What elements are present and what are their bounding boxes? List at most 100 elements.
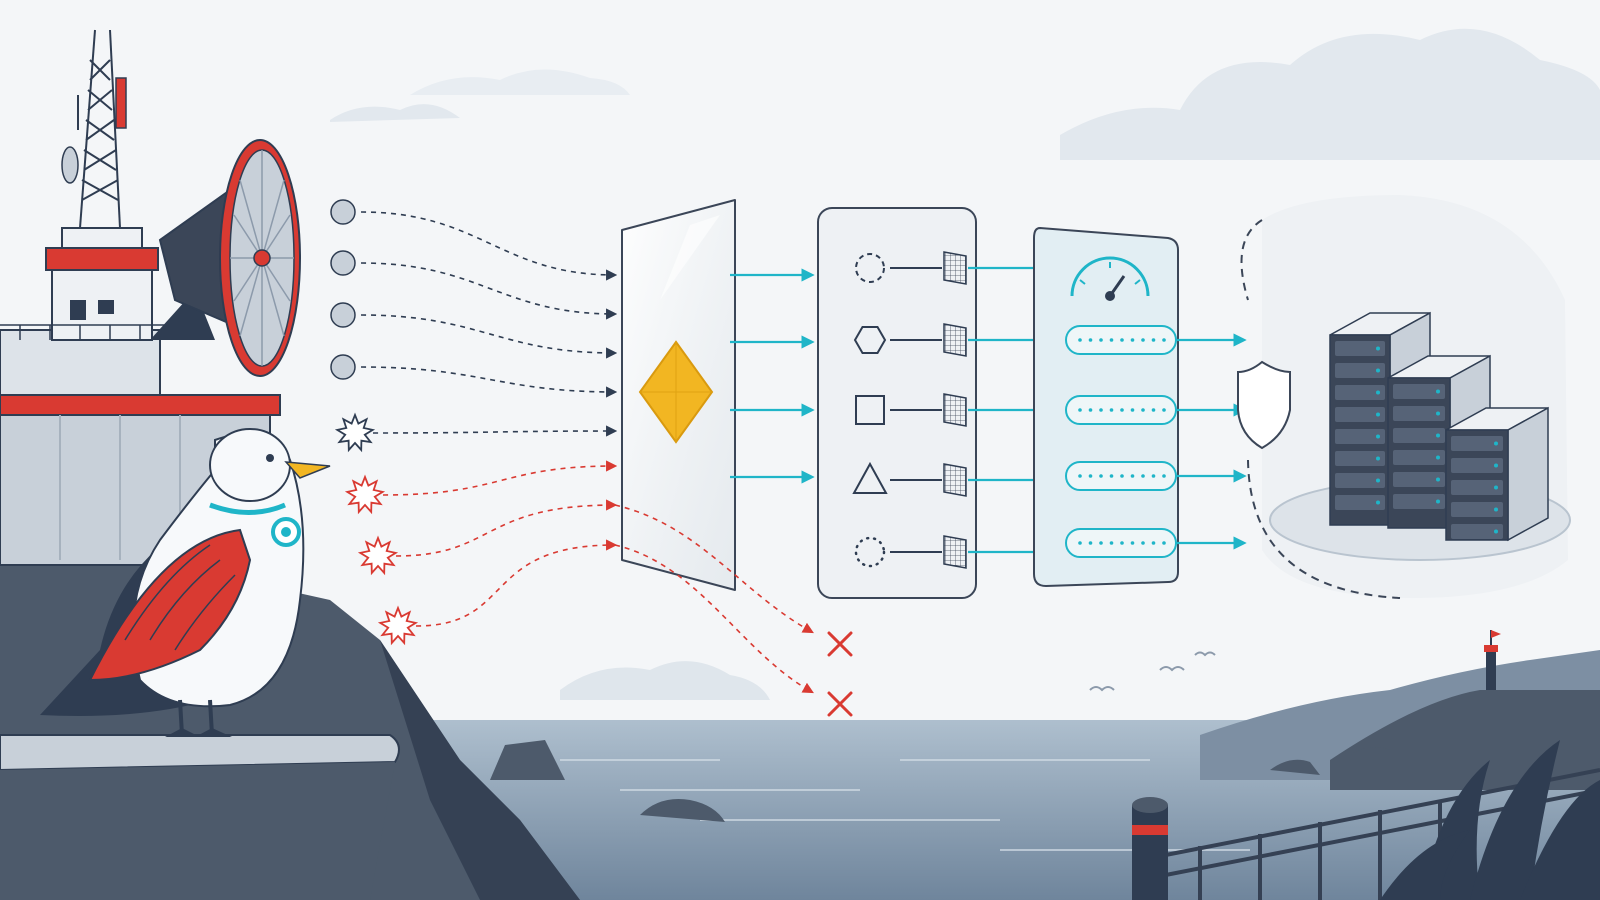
buffer-dot	[1120, 541, 1124, 545]
left-cliff-shadow	[380, 640, 580, 900]
buffer-dot	[1141, 474, 1145, 478]
rack-side	[1507, 406, 1549, 542]
radar-dish-icon	[150, 139, 301, 377]
rack-unit	[1335, 429, 1385, 444]
rack-led	[1376, 456, 1380, 461]
rack-led	[1376, 478, 1380, 483]
buffer-dot	[1162, 474, 1166, 478]
rejected-flow-line	[614, 504, 814, 634]
rack-unit	[1335, 473, 1385, 488]
buffer-panel	[1033, 226, 1179, 588]
bollard-icon	[1132, 797, 1168, 900]
rejected-flow-line	[614, 544, 814, 694]
input-marker-burst	[357, 535, 399, 576]
input-marker-burst	[344, 474, 386, 515]
input-flow-line	[382, 460, 618, 496]
ledge-base	[0, 762, 395, 900]
buffer-dot	[1151, 541, 1156, 545]
rack-led	[1376, 368, 1380, 373]
buffer-dot	[1099, 338, 1103, 342]
rack-led	[1436, 389, 1440, 394]
input-flow-line	[360, 314, 618, 359]
input-flow-line	[372, 425, 618, 437]
rack-unit	[1393, 406, 1445, 421]
buffer-dot	[1109, 338, 1114, 342]
buffer-dot	[1141, 541, 1145, 545]
input-marker-circle	[330, 250, 356, 276]
buffer-dot	[1130, 541, 1135, 545]
rack-led	[1376, 390, 1380, 395]
buffer-dot	[1151, 474, 1156, 478]
input-markers	[330, 199, 419, 646]
rack-led	[1494, 529, 1498, 534]
square-icon	[855, 395, 885, 425]
buffer-dot	[1120, 408, 1124, 412]
rack-unit	[1451, 524, 1503, 539]
buffer-dot	[1130, 474, 1135, 478]
input-marker-circle	[330, 302, 356, 328]
input-marker-burst	[377, 605, 419, 646]
server-rack	[1445, 406, 1549, 542]
foliage	[1380, 740, 1600, 900]
rack-led	[1376, 500, 1380, 505]
rack-unit	[1335, 407, 1385, 422]
buffer-dot	[1120, 338, 1124, 342]
buffer-dot	[1109, 408, 1114, 412]
input-flow-line	[360, 262, 618, 320]
shield-icon	[1237, 360, 1291, 450]
buffer-dot	[1109, 541, 1114, 545]
storage-bubble	[1237, 195, 1571, 599]
clouds	[330, 28, 1600, 700]
buffer-dot	[1162, 338, 1166, 342]
feature-grid-icon	[943, 393, 967, 427]
rack-unit	[1451, 480, 1503, 495]
seagull-icon	[40, 428, 331, 737]
input-flows	[360, 211, 618, 627]
filter-panel	[621, 199, 736, 591]
rack-led	[1494, 463, 1498, 468]
buffer-dot	[1099, 474, 1103, 478]
rack-unit	[1335, 363, 1385, 378]
rack-led	[1436, 499, 1440, 504]
buffer-dot	[1078, 338, 1082, 342]
rack-unit	[1393, 384, 1445, 399]
buffer-dot	[1088, 541, 1093, 545]
buffer-dot	[1151, 338, 1156, 342]
input-flow-line	[415, 539, 618, 627]
dashed-circle-icon	[855, 253, 885, 283]
rack-led	[1436, 411, 1440, 416]
dotted-circle-icon	[854, 536, 886, 568]
buffer-dot	[1088, 338, 1093, 342]
buffer-dot	[1078, 474, 1082, 478]
hexagon-icon	[853, 326, 887, 354]
buffer-dot	[1130, 338, 1135, 342]
sea-reflections	[560, 759, 1250, 851]
input-flow-line	[395, 499, 618, 557]
rack-unit	[1451, 436, 1503, 451]
feature-panel	[817, 207, 1058, 599]
small-lighthouse-icon	[1484, 630, 1501, 690]
buffer-dot	[1130, 408, 1135, 412]
rack-unit	[1335, 385, 1385, 400]
rack-led	[1494, 485, 1498, 490]
rack-unit	[1451, 458, 1503, 473]
input-marker-circle	[330, 354, 356, 380]
filter-output-arrows	[730, 268, 815, 484]
feature-grid-icon	[943, 535, 967, 569]
rack-unit	[1393, 450, 1445, 465]
buffer-dot	[1162, 408, 1166, 412]
rack-unit	[1393, 472, 1445, 487]
input-flow-line	[360, 366, 618, 398]
server-rack	[1387, 354, 1491, 530]
rack-unit	[1451, 502, 1503, 517]
buffer-dot	[1141, 408, 1145, 412]
server-rack-icon	[1329, 311, 1549, 542]
distant-birds	[1089, 651, 1216, 692]
input-flow-line	[360, 211, 618, 281]
buffer-dot	[1088, 408, 1093, 412]
rack-unit	[1335, 451, 1385, 466]
x-mark-icon	[827, 691, 853, 717]
sea-rocks	[490, 740, 1395, 822]
buffer-dot	[1141, 338, 1145, 342]
